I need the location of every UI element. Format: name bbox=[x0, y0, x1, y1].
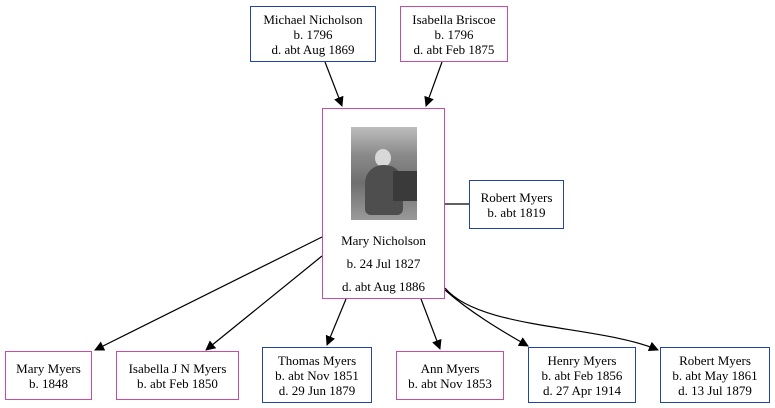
edge-mary-to-thomas bbox=[325, 298, 347, 346]
person-birth: b. abt Feb 1850 bbox=[137, 375, 218, 391]
person-node-michael-nicholson[interactable]: Michael Nicholson b. 1796 d. abt Aug 186… bbox=[250, 6, 376, 62]
person-name: Ann Myers bbox=[420, 360, 480, 376]
person-name: Mary Nicholson bbox=[341, 233, 426, 248]
person-name: Thomas Myers bbox=[277, 352, 357, 368]
person-birth: b. abt 1819 bbox=[487, 204, 546, 220]
person-node-robert-myers-child[interactable]: Robert Myers b. abt May 1861 d. 13 Jul 1… bbox=[660, 347, 770, 403]
edge-mary-to-mary-myers bbox=[94, 236, 323, 351]
portrait-photo bbox=[350, 127, 417, 220]
person-death: d. abt Aug 1869 bbox=[271, 41, 355, 57]
person-death: d. 29 Jun 1879 bbox=[278, 382, 356, 398]
person-node-thomas-myers[interactable]: Thomas Myers b. abt Nov 1851 d. 29 Jun 1… bbox=[262, 347, 372, 403]
person-node-isabella-jn-myers[interactable]: Isabella J N Myers b. abt Feb 1850 bbox=[116, 351, 239, 400]
person-name: Henry Myers bbox=[547, 352, 617, 368]
person-node-mary-nicholson[interactable]: Mary Nicholson b. 24 Jul 1827 d. abt Aug… bbox=[322, 108, 445, 299]
person-birth: b. abt May 1861 bbox=[672, 367, 758, 383]
person-node-robert-myers-spouse[interactable]: Robert Myers b. abt 1819 bbox=[469, 180, 564, 229]
person-death: d. 27 Apr 1914 bbox=[543, 382, 621, 398]
person-node-henry-myers[interactable]: Henry Myers b. abt Feb 1856 d. 27 Apr 19… bbox=[528, 347, 636, 403]
edge-isabella-to-mary bbox=[424, 61, 443, 107]
person-node-isabella-briscoe[interactable]: Isabella Briscoe b. 1796 d. abt Feb 1875 bbox=[400, 6, 508, 62]
person-birth: b. abt Nov 1853 bbox=[408, 375, 492, 391]
person-birth: b. 1796 bbox=[434, 26, 474, 42]
edge-mary-to-robert-child bbox=[444, 287, 659, 352]
edge-mary-to-henry bbox=[444, 289, 529, 347]
person-birth: b. 1848 bbox=[29, 375, 68, 391]
person-name: Michael Nicholson bbox=[263, 11, 363, 27]
person-birth: b. 1796 bbox=[293, 26, 333, 42]
edge-mary-to-ann bbox=[420, 298, 442, 350]
person-birth: b. abt Nov 1851 bbox=[275, 367, 359, 383]
person-birth: b. abt Feb 1856 bbox=[541, 367, 623, 383]
person-death: d. 13 Jul 1879 bbox=[678, 382, 752, 398]
person-name: Robert Myers bbox=[679, 352, 751, 368]
edge-mary-to-isabella-jn bbox=[205, 255, 323, 351]
person-death: d. abt Aug 1886 bbox=[341, 279, 426, 294]
edge-michael-to-mary bbox=[324, 61, 344, 107]
person-birth: b. 24 Jul 1827 bbox=[346, 256, 421, 271]
person-node-mary-myers[interactable]: Mary Myers b. 1848 bbox=[5, 351, 92, 400]
person-death: d. abt Feb 1875 bbox=[413, 41, 495, 57]
person-name: Mary Myers bbox=[16, 360, 81, 376]
person-node-ann-myers[interactable]: Ann Myers b. abt Nov 1853 bbox=[396, 351, 504, 400]
person-name: Isabella Briscoe bbox=[412, 11, 496, 27]
person-name: Isabella J N Myers bbox=[128, 360, 227, 376]
person-name: Robert Myers bbox=[480, 189, 553, 205]
